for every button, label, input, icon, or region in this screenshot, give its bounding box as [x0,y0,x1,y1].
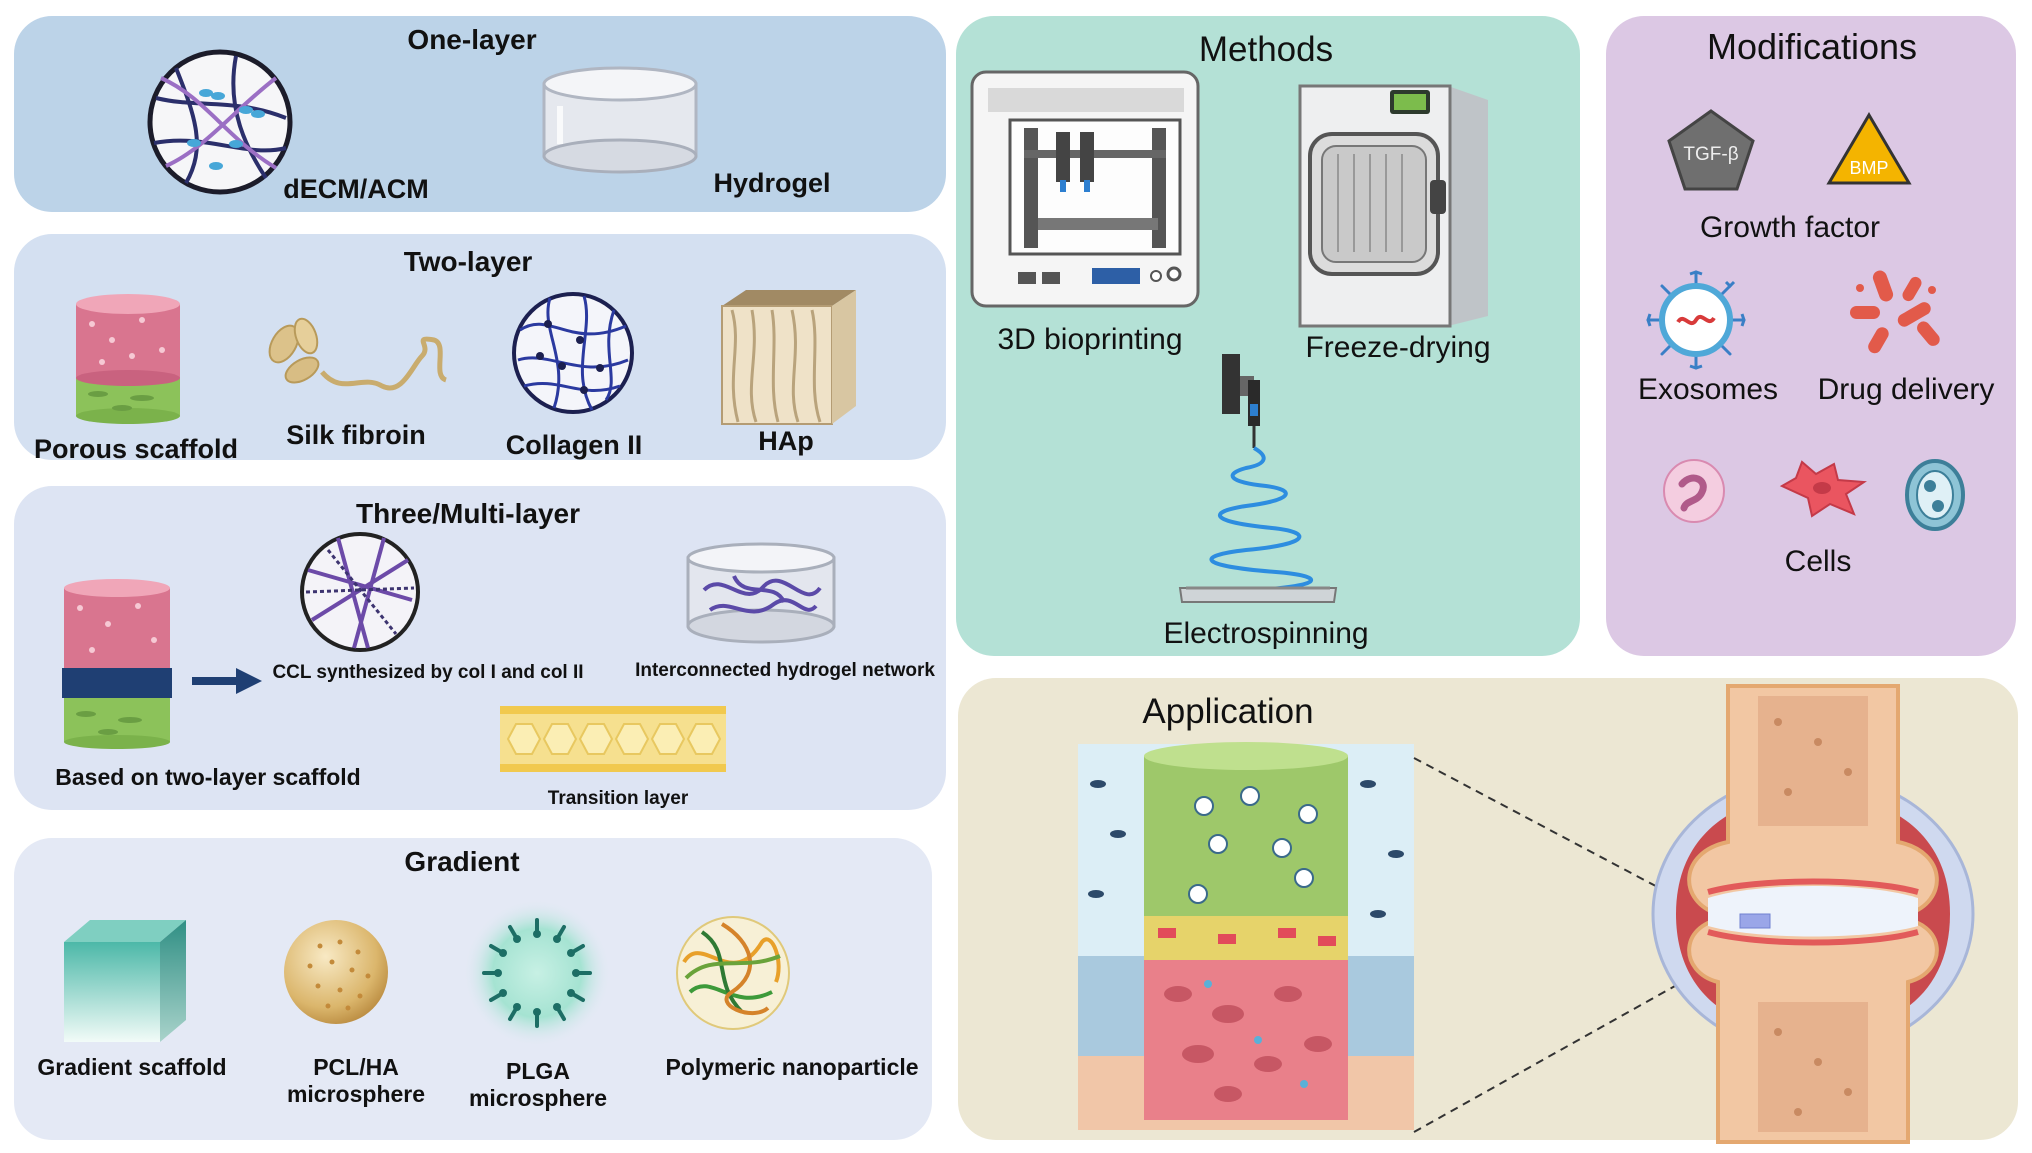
electrospinning-icon [1178,354,1338,603]
gradient-title: Gradient [404,846,520,877]
plga-label: PLGA microsphere [469,1058,607,1112]
decm-fiber-icon [147,49,293,195]
hap-block-icon [721,290,856,425]
plga-label-line2: microsphere [468,1085,608,1112]
gradient-scaffold-label: Gradient scaffold [37,1054,227,1080]
bmp-text: BMP [1849,158,1888,178]
methods-title: Methods [1198,30,1334,69]
hydrogel-network-label: Interconnected hydrogel network [635,660,935,681]
collagen-network-icon [512,292,634,414]
cells-label: Cells [1784,545,1852,578]
bmp-triangle-icon: BMP [1826,112,1912,185]
porous-scaffold-icon [76,294,180,424]
trilayer-scaffold-icon [62,579,172,749]
three-layer-title: Three/Multi-layer [355,498,581,529]
tgf-text: TGF-β [1683,144,1738,165]
hydrogel-label: Hydrogel [713,168,831,198]
application-title: Application [1142,692,1314,731]
hap-label: HAp [758,426,814,456]
freeze-dryer-icon [1298,84,1488,328]
hydrogel-network-icon [686,542,836,644]
scaffold-implant-icon [1078,742,1414,1130]
electrospinning-label: Electrospinning [1163,617,1369,650]
two-layer-title: Two-layer [403,246,533,277]
ccl-fiber-icon [300,532,420,652]
pcl-ha-label-line2: microsphere [286,1081,426,1108]
modifications-title: Modifications [1706,26,1918,67]
transition-layer-icon [500,706,726,772]
arrow-icon [192,668,262,694]
ccl-label: CCL synthesized by col I and col II [272,662,584,683]
pcl-ha-label-line1: PCL/HA [313,1054,399,1080]
gradient-cube-icon [64,920,186,1042]
exosomes-label: Exosomes [1637,373,1779,406]
collagen-label: Collagen II [505,430,643,460]
plga-sphere-icon [463,899,611,1047]
zoom-lines [1413,757,1751,1133]
two-layer-base-label: Based on two-layer scaffold [55,764,361,790]
nanoparticle-icon [676,916,790,1030]
cell-icon [1905,459,1965,531]
hydrogel-dish-icon [542,66,698,174]
drug-delivery-label: Drug delivery [1817,373,1995,406]
silk-fibroin-label: Silk fibroin [286,420,426,450]
cell-icon [1663,459,1725,523]
decm-label: dECM/ACM [283,174,429,204]
pcl-ha-label: PCL/HA microsphere [287,1054,425,1108]
growth-factor-label: Growth factor [1699,211,1881,244]
drug-delivery-icon [1850,270,1940,354]
silk-fibroin-icon [268,317,448,391]
one-layer-title: One-layer [407,24,537,55]
knee-joint-icon [1651,684,1975,1144]
bioprinter-icon [970,70,1200,308]
bioprinting-label: 3D bioprinting [997,323,1183,356]
freeze-drying-label: Freeze-drying [1305,331,1491,364]
exosome-icon [1646,270,1746,370]
transition-layer-label: Transition layer [547,788,689,809]
nanoparticle-label: Polymeric nanoparticle [665,1054,919,1080]
plga-label-line1: PLGA [506,1058,570,1084]
pcl-sphere-icon [284,920,388,1024]
cell-icon [1779,460,1867,518]
tgf-pentagon-icon: TGF-β [1667,109,1755,191]
porous-scaffold-label: Porous scaffold [33,434,239,464]
